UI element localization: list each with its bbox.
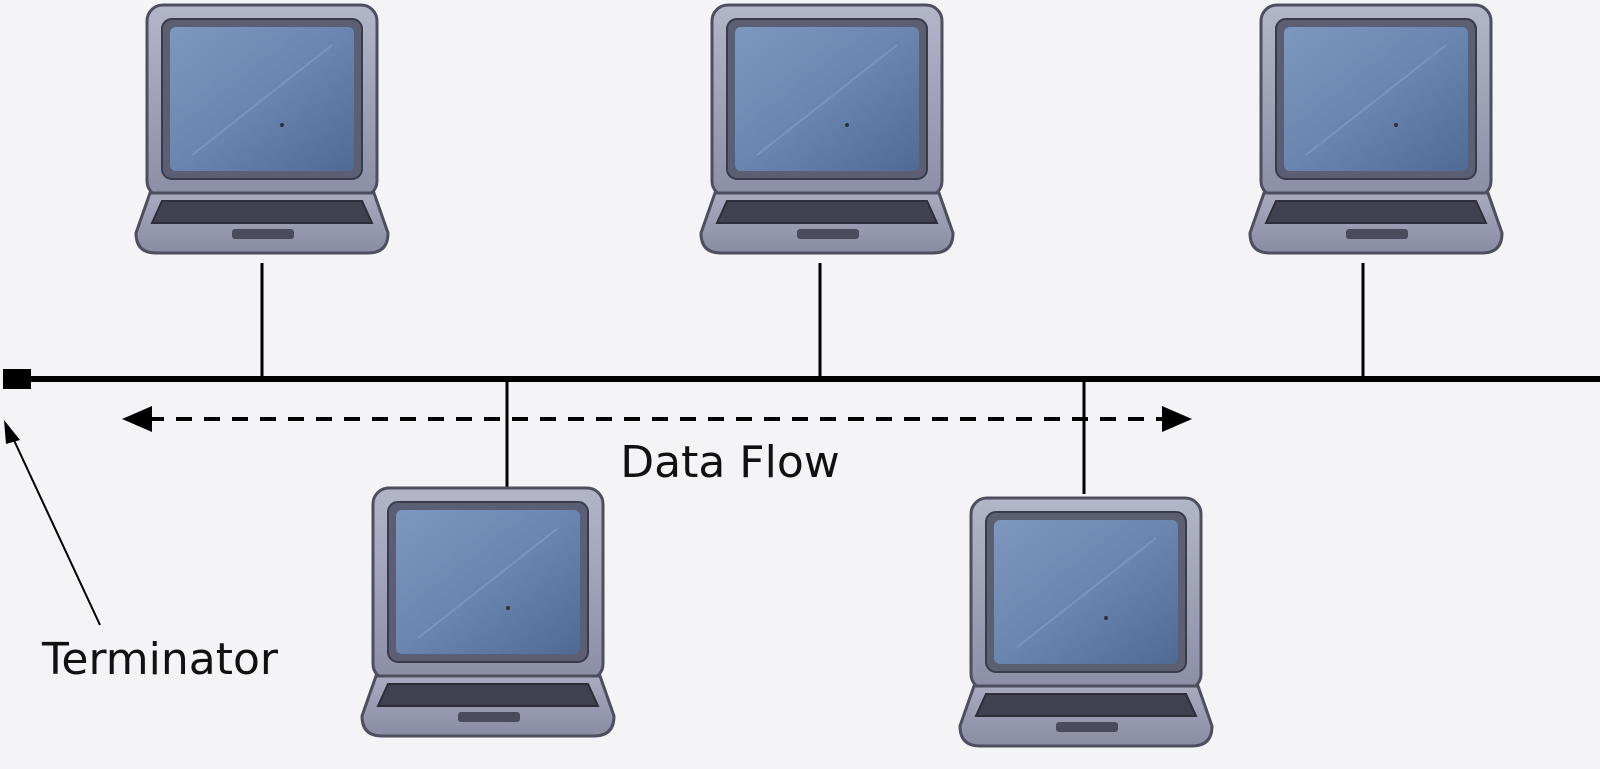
computer-top-3 [1248, 3, 1504, 255]
data-flow-label: Data Flow [620, 437, 839, 488]
terminator-pointer-arrowhead-icon [4, 420, 20, 444]
computer-bottom-1 [360, 486, 616, 738]
arrow-right-icon [1162, 406, 1192, 432]
computer-top-1 [134, 3, 390, 255]
laptop-computer-icon [1248, 3, 1504, 255]
laptop-computer-icon [958, 496, 1214, 748]
laptop-computer-icon [699, 3, 955, 255]
terminator-pointer-line [11, 435, 101, 626]
laptop-computer-icon [134, 3, 390, 255]
laptop-computer-icon [360, 486, 616, 738]
terminator-label: Terminator [41, 634, 279, 685]
terminator-block-icon [3, 369, 31, 389]
computer-top-2 [699, 3, 955, 255]
computer-bottom-2 [958, 496, 1214, 748]
arrow-left-icon [122, 406, 152, 432]
